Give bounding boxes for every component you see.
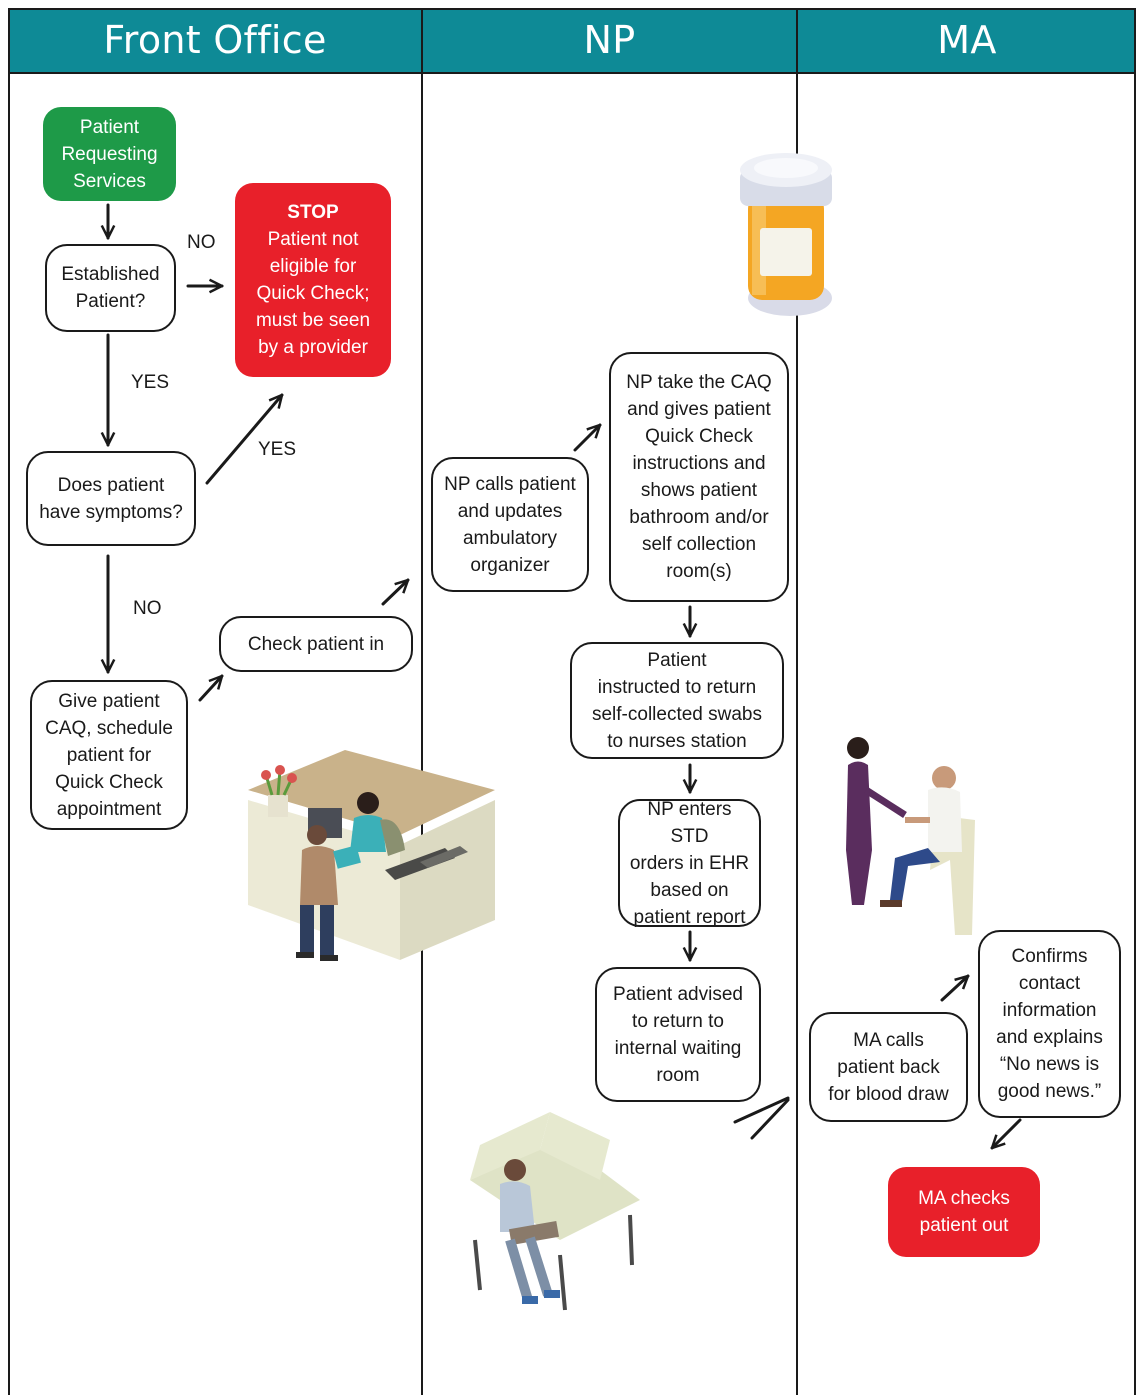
node-established-patient: Established Patient? — [45, 244, 176, 332]
arrow-symptoms-yes-to-stop — [205, 395, 282, 485]
arrow-give-caq-to-check-in — [198, 676, 222, 702]
node-give-patient-caq: Give patient CAQ, schedule patient for Q… — [30, 680, 188, 830]
blood-draw-icon — [846, 737, 975, 935]
pill-bottle-icon — [740, 153, 832, 316]
stop-body: Patient not eligible for Quick Check; mu… — [255, 229, 371, 358]
lane-header-divider — [8, 72, 1136, 74]
reception-desk-icon — [248, 750, 495, 961]
lane-border-left — [8, 8, 10, 1395]
node-np-calls-patient: NP calls patient and updates ambulatory … — [431, 457, 589, 592]
lane-divider-np-ma — [796, 8, 798, 1395]
node-ma-calls-patient-back: MA calls patient back for blood draw — [809, 1012, 968, 1122]
lane-top-border — [8, 8, 1136, 10]
node-confirms-contact-information: Confirms contact information and explain… — [978, 930, 1121, 1118]
arrow-ma-calls-to-confirms — [940, 976, 968, 1002]
edge-label-yes-established: YES — [131, 372, 170, 393]
lane-header-front-office: Front Office — [9, 8, 421, 72]
node-patient-requesting-services: Patient Requesting Services — [43, 107, 176, 201]
node-stop: STOP Patient not eligible for Quick Chec… — [235, 183, 391, 377]
lane-divider-front-np — [421, 8, 423, 1395]
node-np-take-caq: NP take the CAQ and gives patient Quick … — [609, 352, 789, 602]
node-does-patient-have-symptoms: Does patient have symptoms? — [26, 451, 196, 546]
lane-border-right — [1134, 8, 1136, 1395]
node-check-patient-in: Check patient in — [219, 616, 413, 672]
arrow-confirms-to-checkout — [992, 1118, 1022, 1148]
edge-label-no-established: NO — [187, 232, 216, 253]
node-return-self-collected-swabs: Patient instructed to return self-collec… — [570, 642, 784, 759]
lane-header-ma: MA — [798, 8, 1136, 72]
node-np-enters-std-orders: NP enters STD orders in EHR based on pat… — [618, 799, 761, 928]
arrow-np-calls-to-np-caq — [573, 425, 600, 452]
waiting-room-seat-icon — [470, 1112, 640, 1311]
node-ma-checks-patient-out: MA checks patient out — [888, 1167, 1040, 1257]
node-return-to-waiting-room: Patient advised to return to internal wa… — [595, 967, 761, 1102]
lane-header-np: NP — [423, 8, 796, 72]
arrow-waiting-room-to-ma-lane — [733, 1096, 790, 1124]
edge-label-no-symptoms: NO — [133, 598, 162, 619]
stop-title: STOP — [287, 202, 339, 223]
arrow-check-in-to-np-lane — [381, 580, 408, 606]
edge-label-yes-symptoms: YES — [258, 439, 297, 460]
